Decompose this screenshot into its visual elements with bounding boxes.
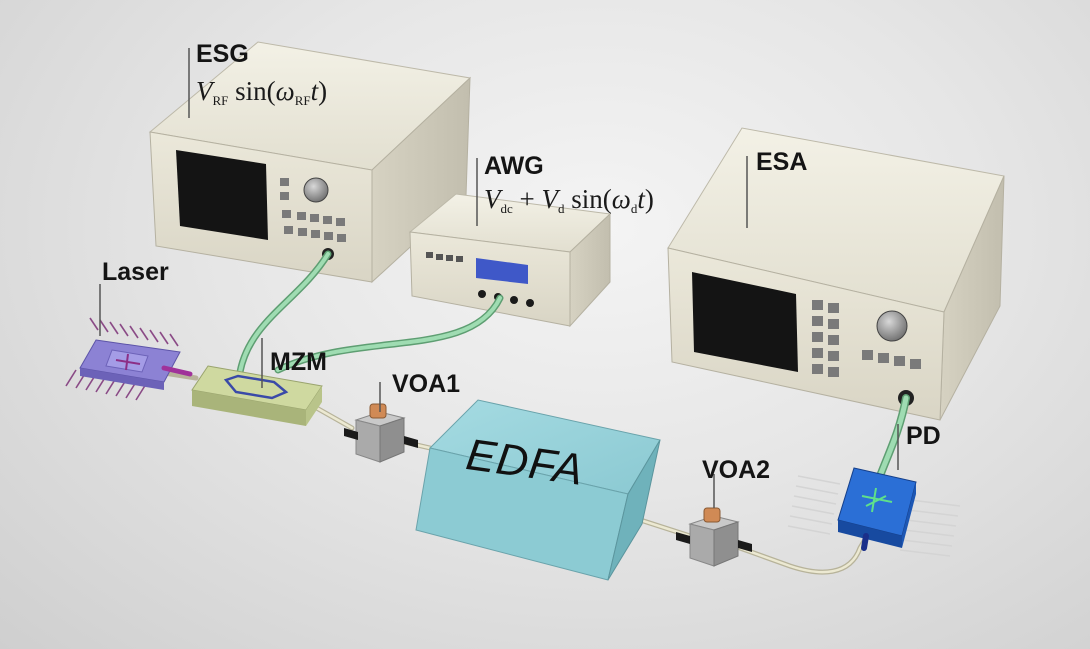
esg-instrument <box>148 41 472 284</box>
awg-formula-v2: V <box>541 184 559 214</box>
awg-buttons[interactable] <box>426 252 463 262</box>
laser-module <box>65 317 193 401</box>
esg-formula-omega-sub: RF <box>294 93 311 108</box>
rf-cables <box>236 250 910 480</box>
edfa-module <box>415 399 661 581</box>
esa-label: ESA <box>756 148 808 176</box>
mzm-interferometer-icon <box>223 374 289 400</box>
awg-formula-t: t <box>637 184 645 214</box>
awg-label: AWG <box>484 152 544 180</box>
awg-formula-v1-sub: dc <box>500 201 513 216</box>
awg-formula-plus: + <box>512 184 542 214</box>
esa-instrument <box>667 127 1005 421</box>
awg-formula-fn: sin( <box>564 184 612 214</box>
voa1-module <box>344 403 418 463</box>
pd-label: PD <box>906 422 941 450</box>
esg-label: ESG <box>196 40 249 68</box>
esg-formula-close: ) <box>318 76 328 106</box>
voa1-label: VOA1 <box>392 370 461 398</box>
awg-formula-omega: ω <box>611 184 631 214</box>
awg-formula-v2-sub: d <box>558 201 565 216</box>
esg-formula: VRF sin(ωRFt) <box>196 76 327 109</box>
awg-instrument <box>408 193 612 328</box>
esg-formula-amp-sub: RF <box>212 93 229 108</box>
mzm-label: MZM <box>270 348 327 376</box>
esa-keypad[interactable] <box>812 300 921 377</box>
voa1-knob[interactable] <box>369 403 387 419</box>
esg-formula-fn: sin( <box>228 76 276 106</box>
esg-formula-omega: ω <box>275 76 295 106</box>
esg-keypad[interactable] <box>280 178 346 242</box>
esg-screen <box>176 150 268 240</box>
awg-display <box>476 258 528 284</box>
pd-module <box>787 467 961 557</box>
awg-formula: Vdc + Vd sin(ωdt) <box>484 184 654 217</box>
awg-formula-omega-sub: d <box>630 201 638 216</box>
awg-formula-close: ) <box>644 184 654 214</box>
pd-diode-icon <box>861 487 893 513</box>
esa-screen <box>692 272 798 372</box>
voa2-knob[interactable] <box>703 507 721 523</box>
voa2-module <box>676 507 752 567</box>
esg-formula-amp: V <box>196 76 213 106</box>
awg-formula-v1: V <box>484 184 501 214</box>
esa-knob[interactable] <box>876 310 908 342</box>
pd-pins <box>787 475 961 557</box>
voa2-label: VOA2 <box>702 456 771 484</box>
esg-knob[interactable] <box>303 177 329 203</box>
laser-label: Laser <box>102 258 169 286</box>
esg-formula-t: t <box>310 76 319 106</box>
mzm-module <box>191 365 323 426</box>
